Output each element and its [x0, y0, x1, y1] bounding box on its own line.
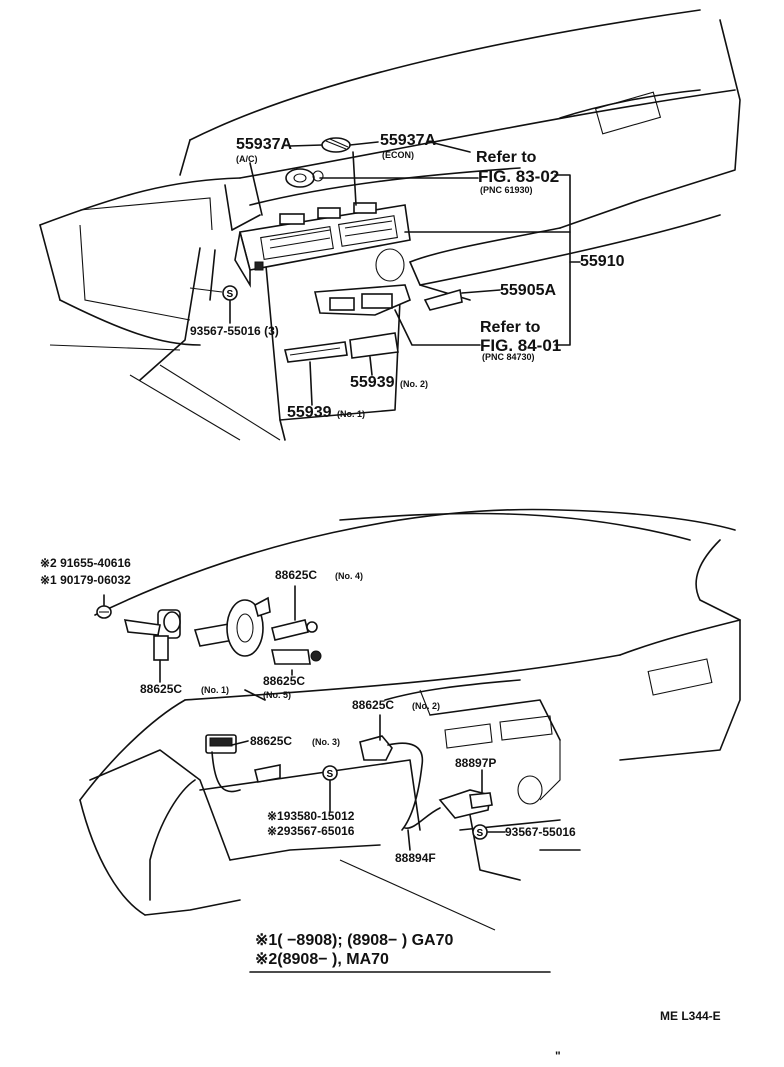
label-no5: (No. 5): [263, 690, 291, 700]
label-refer-to-2: Refer to: [480, 319, 541, 336]
label-refer-to-1: Refer to: [476, 149, 537, 166]
label-88625c-no1: 88625C: [140, 682, 183, 696]
svg-text:S: S: [227, 289, 234, 300]
label-93580-15012: ※193580-15012: [267, 809, 355, 823]
label-55939-no1: 55939: [287, 404, 332, 421]
lower-dashboard-outline: [79, 508, 741, 916]
label-93567-65016: ※293567-65016: [267, 824, 355, 838]
screw-lower: S S: [96, 605, 488, 840]
upper-dashboard-outline: [39, 9, 741, 441]
label-no2-upper: (No. 2): [400, 379, 428, 389]
label-econ-note: (ECON): [382, 150, 414, 160]
note-ma70: ※2(8908− ), MA70: [255, 951, 389, 968]
label-55939-no2: 55939: [350, 374, 395, 391]
label-no4: (No. 4): [335, 571, 363, 581]
tail-mark-icon: ": [555, 1049, 561, 1063]
label-55937a-ac: 55937A: [236, 136, 293, 153]
label-pnc-61930: (PNC 61930): [480, 185, 533, 195]
label-pnc-84730: (PNC 84730): [482, 352, 535, 362]
svg-text:S: S: [327, 769, 334, 780]
label-91655-40616: ※2 91655-40616: [40, 556, 131, 570]
label-90179-06032: ※1 90179-06032: [40, 573, 131, 587]
label-55937a-econ: 55937A: [380, 132, 437, 149]
label-ac-note: (A/C): [236, 154, 258, 164]
switch-knob-55937a: [285, 137, 351, 188]
bulb-88625c-no5: [271, 649, 322, 665]
label-88894f: 88894F: [395, 851, 436, 865]
label-55905a: 55905A: [500, 282, 557, 299]
svg-text:S: S: [477, 828, 484, 839]
label-88625c-no2: 88625C: [352, 698, 395, 712]
label-88625c-no5: 88625C: [263, 674, 306, 688]
label-no3: (No. 3): [312, 737, 340, 747]
panel-55939: [284, 332, 399, 363]
label-no2-lower: (No. 2): [412, 701, 440, 711]
label-no1-lower: (No. 1): [201, 685, 229, 695]
label-fig-83-02: FIG. 83-02: [478, 167, 560, 186]
socket-88897p: [404, 789, 493, 829]
ignition-switch: [123, 609, 181, 661]
label-fig-84-01: FIG. 84-01: [480, 336, 562, 355]
label-93567-55016: 93567-55016: [505, 825, 576, 839]
label-88897p: 88897P: [455, 756, 497, 770]
lower-leaders: [103, 585, 551, 973]
bulb-88625c-no2: [359, 735, 424, 831]
ac-control-panel: [234, 202, 411, 288]
label-88625c-no4: 88625C: [275, 568, 318, 582]
bulb-88625c-no3: [205, 734, 281, 793]
screw-upper: S: [222, 285, 238, 301]
bulb-88625c-no4: [271, 619, 318, 641]
steering-column: [193, 596, 271, 657]
label-no1-upper: (No. 1): [337, 409, 365, 419]
upper-leaders: [189, 141, 581, 406]
label-93567-55016-3: 93567-55016 (3): [190, 324, 279, 338]
diagram-ref-code: ME L344-E: [660, 1009, 721, 1023]
radio-bracket-55905a: [314, 248, 463, 316]
label-88625c-no3: 88625C: [250, 734, 293, 748]
label-55910: 55910: [580, 253, 625, 270]
note-ga70: ※1( −8908); (8908− ) GA70: [255, 932, 454, 949]
